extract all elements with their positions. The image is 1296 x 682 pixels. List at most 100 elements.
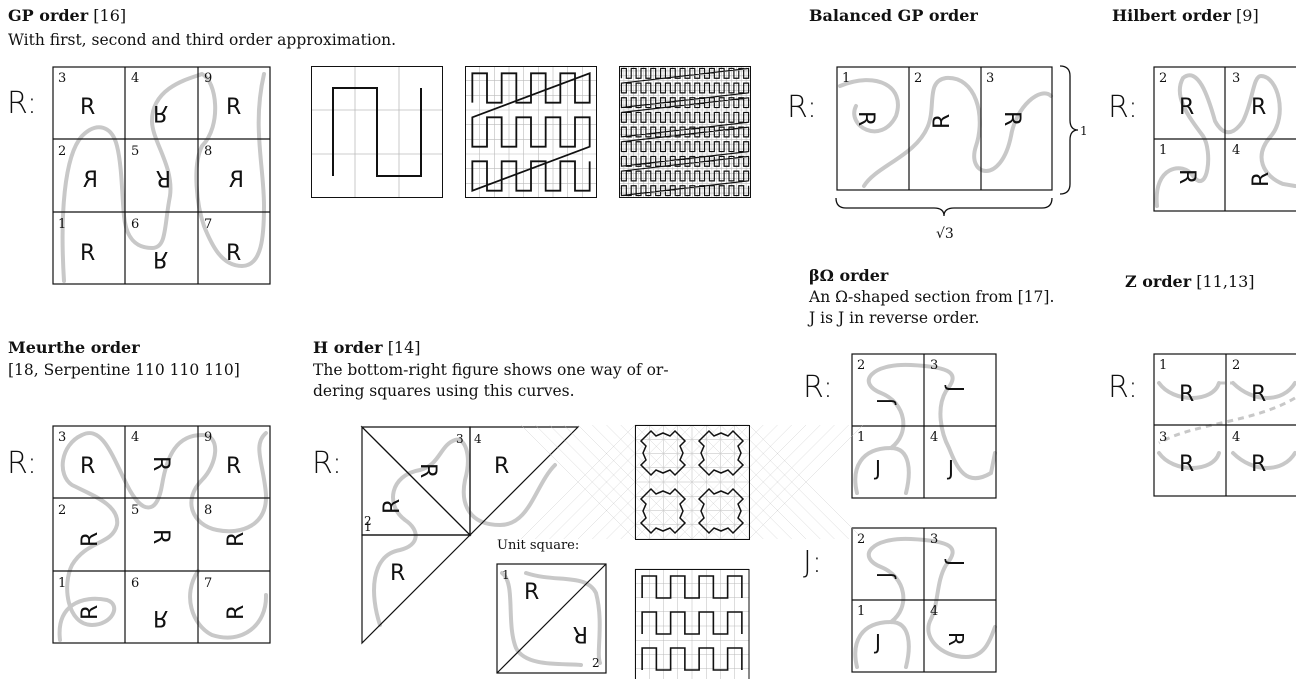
curve-path [639, 487, 687, 535]
cell-glyph: R [153, 605, 168, 630]
cell-glyph: R [78, 605, 103, 620]
beta-line2: J is J in reverse order. [809, 309, 980, 327]
frame [619, 66, 751, 198]
diagonal-line [634, 424, 750, 540]
balanced-height-label: 1 [1080, 124, 1088, 138]
h-title: H order [14] [313, 338, 421, 358]
cell-glyph: R [524, 580, 539, 605]
gp-title-bold: GP order [8, 6, 89, 25]
gp-third-order-approx [619, 66, 751, 198]
meurthe-rule-label: R: [7, 446, 38, 481]
cell-number: 8 [204, 144, 212, 159]
h-line1: The bottom-right figure shows one way of… [313, 361, 669, 379]
beta-title-bold: βΩ order [809, 266, 889, 285]
gp-title: GP order [16] [8, 6, 126, 26]
h-unit-square-label: Unit square: [497, 538, 580, 553]
cell-number: 1 [58, 576, 66, 591]
h-title-bold: H order [313, 338, 383, 357]
cell-glyph: R [1179, 382, 1194, 407]
diagonal-line [520, 424, 636, 540]
cell-glyph: J [873, 572, 897, 580]
cell-glyph: R [1251, 95, 1266, 120]
cell-number: 4 [930, 604, 938, 619]
balanced-height-brace: 1 [1059, 65, 1088, 195]
cell-glyph: R [226, 454, 241, 479]
beta-line1: An Ω-shaped section from [17]. [809, 288, 1055, 306]
cell-glyph: R [80, 454, 95, 479]
hilbert-title-ref: [9] [1236, 6, 1259, 25]
curve-path [641, 575, 743, 671]
gp-second-order-approx [465, 66, 597, 198]
cell-number: 9 [204, 430, 212, 445]
cell-glyph: R [156, 165, 171, 190]
cell-glyph: J [873, 630, 881, 654]
diagonal-line [649, 424, 764, 540]
cell-number: 2 [857, 532, 865, 547]
h-title-ref: [14] [387, 338, 421, 357]
cell-glyph: J [873, 456, 881, 480]
cell-number: 7 [204, 217, 212, 232]
beta-rule-r-label: R: [803, 370, 834, 405]
cell-glyph: R [153, 100, 168, 125]
cell-glyph: J [873, 398, 897, 406]
cell-number: 4 [1232, 143, 1240, 158]
cell-number: 3 [58, 71, 66, 86]
cell-number: 6 [131, 217, 139, 232]
cell-glyph: R [1251, 382, 1266, 407]
cell-number: 4 [131, 71, 139, 86]
cell-number: 4 [131, 430, 139, 445]
meurthe-title-bold: Meurthe order [8, 338, 140, 357]
cell-number: 5 [131, 144, 139, 159]
cell-glyph: R [415, 463, 440, 478]
curve-path [639, 429, 687, 477]
cell-glyph: R [78, 532, 103, 547]
balanced-width-label: √3 [936, 226, 954, 242]
meurthe-subtitle: [18, Serpentine 110 110 110] [8, 361, 240, 379]
cell-glyph: R [1251, 452, 1266, 477]
hilbert-title: Hilbert order [9] [1112, 6, 1259, 26]
hilbert-rule-label: R: [1108, 90, 1139, 125]
cell-glyph: R [226, 95, 241, 120]
cell-glyph: R [390, 561, 405, 586]
cell-number: 1 [502, 568, 510, 582]
diagonal-line [620, 424, 735, 540]
cell-number: 3 [456, 432, 464, 446]
curve-path [471, 72, 591, 192]
cell-number: 2 [364, 514, 372, 528]
cell-number: 3 [986, 71, 994, 86]
cell-number: 5 [131, 503, 139, 518]
meurthe-title: Meurthe order [8, 338, 140, 358]
cell-glyph: R [148, 456, 173, 471]
h-square-ordering [634, 568, 750, 679]
cell-number: 8 [204, 503, 212, 518]
cell-glyph: R [1179, 95, 1194, 120]
balanced-rule-label: R: [787, 90, 818, 125]
cell-glyph: R [226, 241, 241, 266]
cell-glyph: R [494, 454, 509, 479]
curve-path [697, 429, 745, 477]
curve-path [697, 487, 745, 535]
cell-number: 1 [58, 217, 66, 232]
diagonal-line [706, 424, 821, 540]
gp-first-order-approx [311, 66, 443, 198]
beta-title: βΩ order [809, 266, 888, 286]
z-rule-label: R: [1108, 370, 1139, 405]
cell-number: 1 [857, 430, 865, 445]
cell-glyph: R [573, 621, 588, 646]
cell-number: 1 [1159, 143, 1167, 158]
cell-glyph: R [153, 246, 168, 271]
h-curve-approx [520, 424, 864, 540]
cell-number: 2 [914, 71, 922, 86]
cell-glyph: R [148, 529, 173, 544]
cell-glyph: R [83, 168, 98, 193]
diagonal-line [563, 424, 678, 540]
cell-number: 2 [1159, 71, 1167, 86]
cell-glyph: R [80, 241, 95, 266]
cell-glyph: R [1179, 452, 1194, 477]
diagonal-line [734, 424, 849, 540]
gp-rule-label: R: [7, 86, 38, 121]
